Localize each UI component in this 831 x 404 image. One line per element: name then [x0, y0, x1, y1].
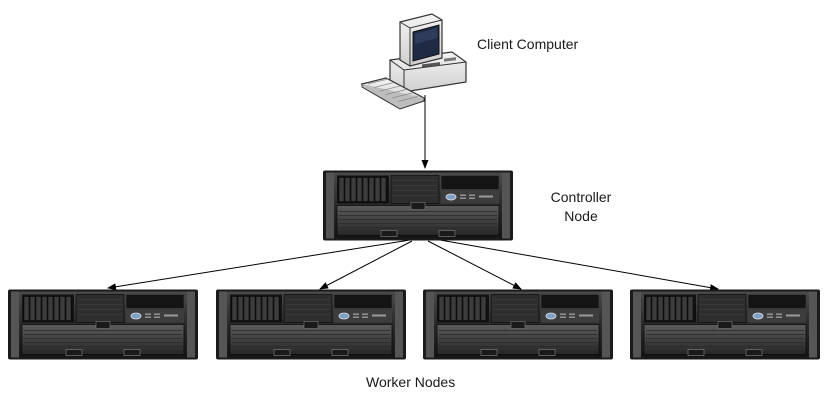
worker-nodes-label: Worker Nodes — [366, 374, 456, 390]
edges — [107, 95, 719, 292]
edge-controller-worker-2 — [319, 240, 413, 290]
worker-node-1-server-icon — [8, 289, 198, 360]
edge-controller-worker-3 — [427, 240, 522, 290]
client-computer-label: Client Computer — [477, 36, 579, 52]
controller-node-label: Controller Node — [536, 188, 626, 226]
worker-node-2-server-icon — [216, 289, 406, 360]
controller-node-label-line1: Controller — [550, 189, 612, 205]
controller-node-server-icon — [323, 170, 513, 241]
worker-node-4-server-icon — [630, 289, 820, 360]
edge-controller-worker-4 — [439, 239, 719, 292]
controller-node-label-line2: Node — [564, 208, 598, 224]
worker-node-3-server-icon — [423, 289, 613, 360]
client-computer-icon — [361, 13, 467, 110]
edge-controller-worker-1 — [107, 239, 411, 291]
